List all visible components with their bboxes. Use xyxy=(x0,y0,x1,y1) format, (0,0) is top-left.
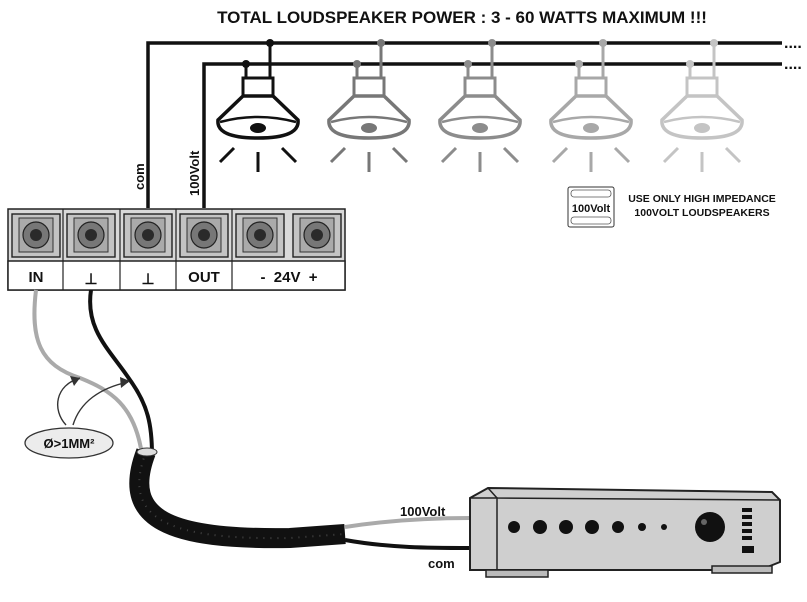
input-wires xyxy=(32,289,154,456)
svg-text:....: .... xyxy=(784,56,802,73)
terminal-screw-2 xyxy=(66,213,116,258)
terminal-in-label: IN xyxy=(29,269,44,286)
diagram-title: TOTAL LOUDSPEAKER POWER : 3 - 60 WATTS M… xyxy=(217,8,707,27)
high-impedance-notice: 100Volt USE ONLY HIGH IMPEDANCE 100VOLT … xyxy=(567,186,776,228)
svg-text:....: .... xyxy=(784,35,802,52)
main-cable xyxy=(129,447,471,550)
amp-com-label: com xyxy=(428,556,455,571)
terminal-screw-3 xyxy=(123,213,173,258)
loudspeaker-1 xyxy=(216,39,300,172)
loudspeaker-5 xyxy=(660,39,744,172)
terminal-24v-label: - 24V + xyxy=(260,269,317,286)
com-wire-label: com xyxy=(132,163,147,190)
terminal-screw-5 xyxy=(235,213,285,258)
terminal-screw-6 xyxy=(292,213,342,258)
terminal-ground1-label: ⊥ xyxy=(84,271,97,288)
loudspeaker-3 xyxy=(438,39,522,172)
terminal-block xyxy=(7,208,346,291)
notice-line1: USE ONLY HIGH IMPEDANCE xyxy=(628,193,776,205)
cable-spec-label: Ø>1MM² xyxy=(44,436,96,451)
volt-wire-label: 100Volt xyxy=(187,150,202,196)
loudspeaker-row xyxy=(216,39,744,172)
notice-line2: 100VOLT LOUDSPEAKERS xyxy=(634,207,769,219)
terminal-ground2-label: ⊥ xyxy=(141,271,154,288)
speaker-bus: .... .... xyxy=(146,35,802,208)
amp-volt-label: 100Volt xyxy=(400,504,446,519)
notice-badge-label: 100Volt xyxy=(572,203,611,215)
cable-spec: Ø>1MM² xyxy=(24,427,114,459)
terminal-screw-1 xyxy=(11,213,61,258)
terminal-screw-4 xyxy=(179,213,229,258)
amplifier xyxy=(469,486,781,578)
terminal-out-label: OUT xyxy=(188,269,220,286)
loudspeaker-4 xyxy=(549,39,633,172)
loudspeaker-2 xyxy=(327,39,411,172)
